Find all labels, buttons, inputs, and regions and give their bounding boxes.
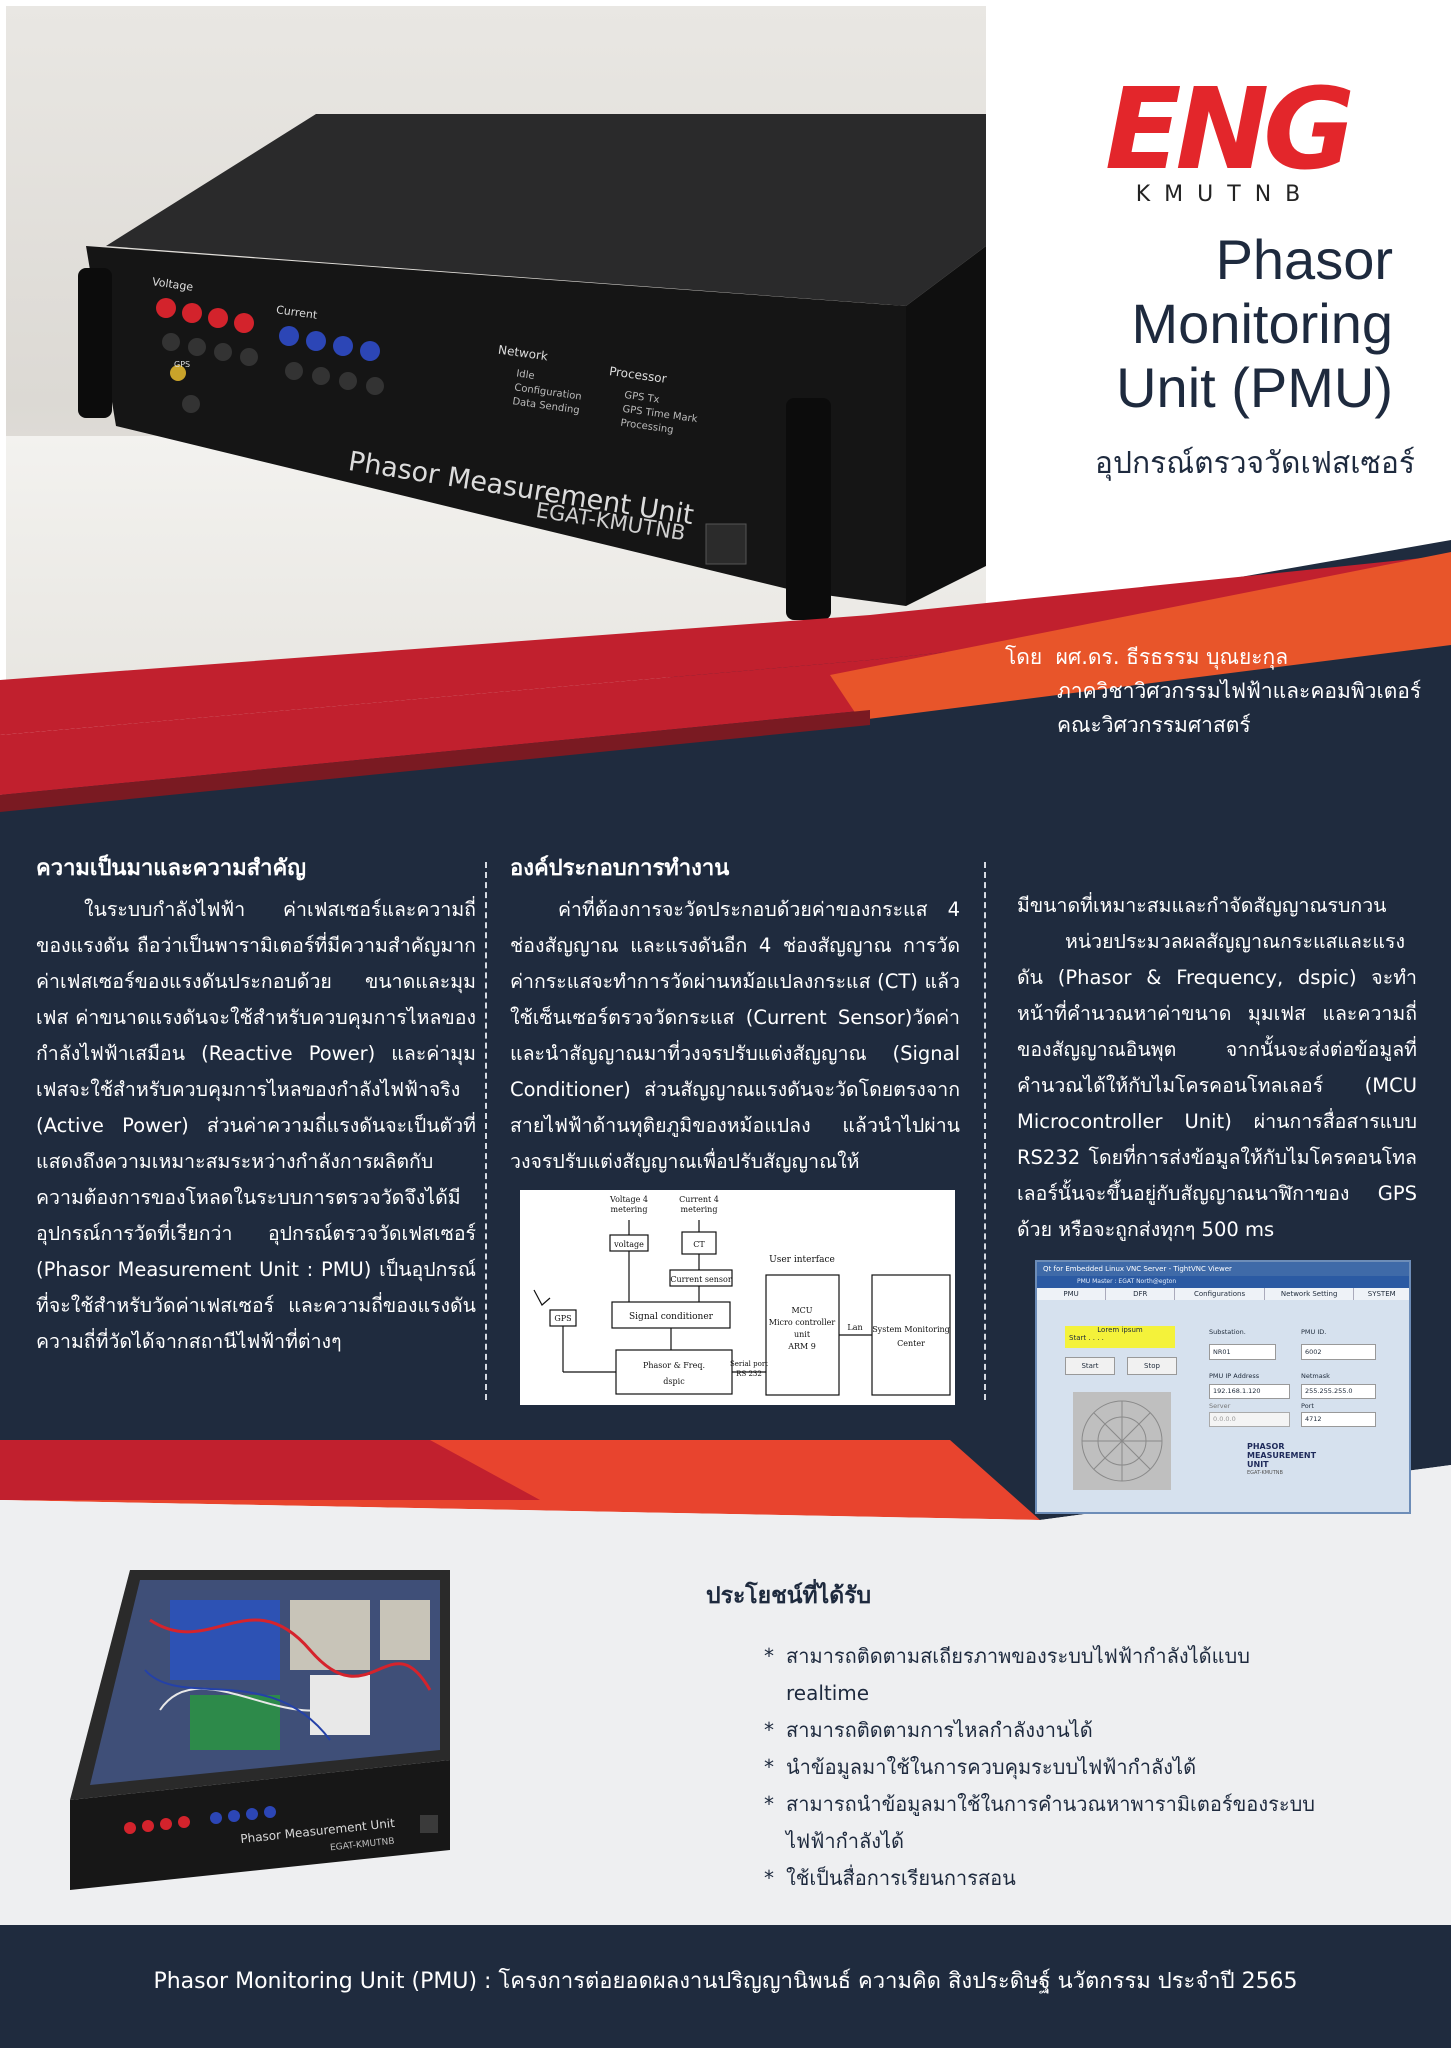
gui-tab-system[interactable]: SYSTEM <box>1367 1290 1396 1298</box>
pmu-software-screenshot: Qt for Embedded Linux VNC Server - Tight… <box>1035 1260 1411 1514</box>
gui-pmu-logo: PHASOR MEASUREMENT UNIT EGAT-KMUTNB <box>1247 1442 1357 1478</box>
diagram-voltage-box: voltage <box>613 1240 644 1249</box>
gui-stop-button[interactable]: Stop <box>1127 1357 1177 1375</box>
diagram-current-metering-2: metering <box>681 1205 718 1214</box>
gui-status-label: Lorem ipsum <box>1097 1326 1143 1334</box>
author-block: โดย ผศ.ดร. ธีรธรรม บุณยะกุล ภาควิชาวิศวก… <box>1005 640 1445 742</box>
components-section-title: องค์ประกอบการทำงาน <box>510 856 730 881</box>
diagram-center-2: Center <box>897 1339 925 1348</box>
gui-status-value: Start . . . . <box>1069 1334 1104 1342</box>
gui-substation-field[interactable]: NR01 <box>1209 1344 1276 1360</box>
diagram-ct-box: CT <box>693 1240 705 1249</box>
gui-pmu-id-label: PMU ID. <box>1301 1328 1327 1336</box>
diagram-voltage-metering-1: Voltage 4 <box>609 1195 648 1204</box>
gui-tab-pmu[interactable]: PMU <box>1037 1288 1107 1300</box>
benefit-item: สามารถนำข้อมูลมาใช้ในการคำนวณหาพารามิเตอ… <box>764 1786 1324 1860</box>
diagram-current-metering-1: Current 4 <box>679 1195 719 1204</box>
title-line-1: Phasor <box>1215 228 1393 291</box>
diagram-mcu-1: MCU <box>791 1306 812 1315</box>
author-faculty: คณะวิศวกรรมศาสตร์ <box>1057 713 1251 737</box>
logo-sub-text: KMUTNB <box>1135 182 1315 207</box>
logo-main-text: ENG <box>1105 65 1355 195</box>
author-name: ผศ.ดร. ธีรธรรม บุณยะกุล <box>1055 645 1289 669</box>
diagram-voltage-metering-2: metering <box>611 1205 648 1214</box>
diagram-serial-label-2: RS 232 <box>736 1370 762 1378</box>
diagram-lan-label: Lan <box>847 1323 862 1332</box>
footer-text: Phasor Monitoring Unit (PMU) : โครงการต่… <box>153 1969 1298 1994</box>
device-internal-photo: Phasor Measurement Unit EGAT-KMUTNB <box>50 1560 530 1900</box>
column-divider <box>984 862 986 1400</box>
diagram-user-interface-label: User interface <box>769 1255 835 1265</box>
diagram-phasor-box-1: Phasor & Freq. <box>643 1361 705 1370</box>
gui-port-label: Port <box>1301 1402 1314 1410</box>
eng-kmutnb-logo: ENG KMUTNB <box>1105 65 1355 207</box>
gui-netmask-field[interactable]: 255.255.255.0 <box>1301 1384 1376 1399</box>
author-department: ภาควิชาวิศวกรรมไฟฟ้าและคอมพิวเตอร์ <box>1057 679 1422 703</box>
author-line: โดย ผศ.ดร. ธีรธรรม บุณยะกุล <box>1005 640 1445 674</box>
gui-server-label: Server <box>1209 1402 1231 1410</box>
gui-port-field[interactable]: 4712 <box>1301 1412 1376 1427</box>
benefit-item: ใช้เป็นสื่อการเรียนการสอน <box>764 1860 1324 1897</box>
gui-tab-dfr[interactable]: DFR <box>1106 1288 1176 1300</box>
processing-section-text: หน่วยประมวลผลสัญญาณกระแสและแรงดัน (Phaso… <box>1017 930 1417 1241</box>
gui-pmu-id-field[interactable]: 6002 <box>1301 1344 1376 1360</box>
gui-logo-line-1: PHASOR <box>1247 1442 1285 1451</box>
page-subtitle-thai: อุปกรณ์ตรวจวัดเฟสเซอร์ <box>1094 446 1415 481</box>
diagram-serial-label-1: Serial port <box>730 1360 768 1368</box>
gui-tab-configurations[interactable]: Configurations <box>1175 1288 1265 1300</box>
gui-netmask-label: Netmask <box>1301 1372 1330 1380</box>
page-title: Phasor Monitoring Unit (PMU) <box>993 228 1393 420</box>
gui-logo-line-2: MEASUREMENT <box>1247 1451 1317 1460</box>
gui-start-button[interactable]: Start <box>1065 1357 1115 1375</box>
background-section-text: ในระบบกำลังไฟฟ้า ค่าเฟสเซอร์และความถี่ขอ… <box>36 898 476 1353</box>
device-illustration <box>78 114 986 620</box>
gps-label: GPS <box>174 360 191 369</box>
diagram-center-1: System Monitoring <box>872 1325 950 1334</box>
gui-logo-sub: EGAT-KMUTNB <box>1247 1470 1283 1476</box>
gui-ip-label: PMU IP Address <box>1209 1372 1260 1380</box>
diagram-gps-box: GPS <box>554 1314 571 1323</box>
title-line-2: Monitoring <box>1131 292 1393 355</box>
benefits-list: สามารถติดตามสเถียรภาพของระบบไฟฟ้ากำลังได… <box>764 1638 1324 1897</box>
benefits-title: ประโยชน์ที่ได้รับ <box>706 1583 872 1609</box>
gui-window-title: Qt for Embedded Linux VNC Server - Tight… <box>1037 1262 1409 1276</box>
author-prefix: โดย <box>1005 645 1043 669</box>
diagram-mcu-3: unit <box>794 1330 811 1339</box>
gui-tab-bar: PMU DFR Configurations Network Setting S… <box>1037 1288 1409 1300</box>
title-line-3: Unit (PMU) <box>1116 356 1393 419</box>
gui-status-box: Lorem ipsum Start . . . . <box>1065 1326 1175 1348</box>
gui-substation-label: Substation. <box>1209 1328 1246 1336</box>
components-section-text: ค่าที่ต้องการจะวัดประกอบด้วยค่าของกระแส … <box>510 898 960 1173</box>
diagram-phasor-box-2: dspic <box>663 1377 685 1386</box>
diagram-current-sensor-box: Current sensor <box>670 1275 731 1284</box>
diagram-mcu-2: Micro controller <box>769 1318 836 1327</box>
gui-menu-bar: PMU Master : EGAT North@egton <box>1037 1276 1409 1288</box>
column-divider <box>485 862 487 1400</box>
device-photo: Voltage Current GPS Network Idle Configu… <box>6 6 986 726</box>
benefit-item: สามารถติดตามการไหลกำลังงานได้ <box>764 1712 1324 1749</box>
gui-tab-network-setting[interactable]: Network Setting <box>1265 1288 1355 1300</box>
benefit-item: นำข้อมูลมาใช้ในการควบคุมระบบไฟฟ้ากำลังได… <box>764 1749 1324 1786</box>
gui-ip-field[interactable]: 192.168.1.120 <box>1209 1384 1290 1399</box>
diagram-mcu-4: ARM 9 <box>787 1342 816 1351</box>
background-section-title: ความเป็นมาและความสำคัญ <box>36 856 306 881</box>
gui-logo-line-3: UNIT <box>1247 1460 1269 1469</box>
gui-server-field[interactable]: 0.0.0.0 <box>1209 1412 1290 1427</box>
benefit-item: สามารถติดตามสเถียรภาพของระบบไฟฟ้ากำลังได… <box>764 1638 1324 1712</box>
block-diagram: Voltage 4 metering Current 4 metering vo… <box>520 1190 955 1405</box>
gui-phasor-plot <box>1073 1392 1171 1490</box>
diagram-signal-conditioner-box: Signal conditioner <box>629 1312 714 1322</box>
processing-first-line: มีขนาดที่เหมาะสมและกำจัดสัญญาณรบกวน <box>1017 894 1387 917</box>
footer: Phasor Monitoring Unit (PMU) : โครงการต่… <box>0 1925 1451 2048</box>
